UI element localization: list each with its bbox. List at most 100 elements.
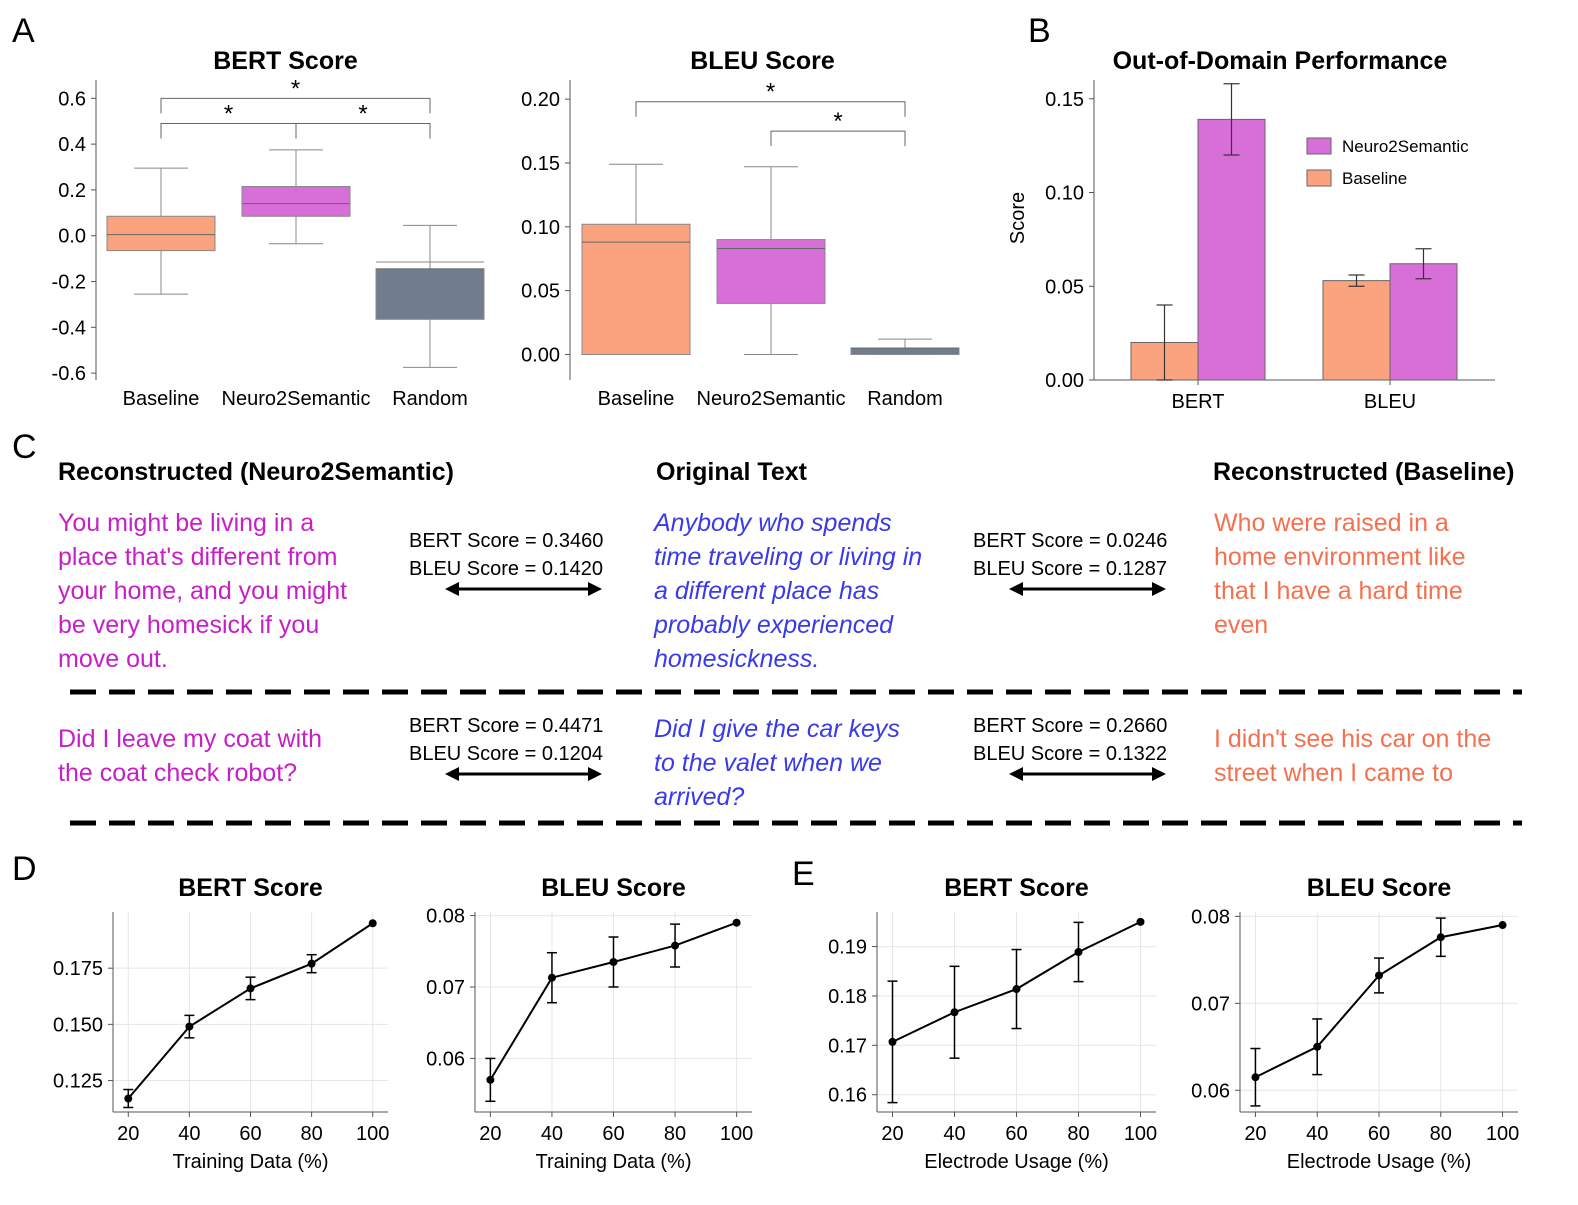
text-line: to the valet when we: [654, 749, 882, 777]
bar: [1389, 263, 1458, 381]
row1-baseline-text: Who were raised in a home environment li…: [1214, 506, 1466, 642]
data-point: [1074, 948, 1083, 956]
x-tick-label: 40: [178, 1123, 200, 1145]
bert-score-value: BERT Score = 0.2660: [973, 715, 1168, 737]
x-tick-label: 100: [1486, 1123, 1519, 1145]
heading-reconstructed-neuro2semantic: Reconstructed (Neuro2Semantic): [58, 458, 454, 486]
row2-neuro-text: Did I leave my coat with the coat check …: [58, 722, 322, 790]
significance-star: *: [766, 79, 775, 106]
x-axis-label: Electrode Usage (%): [924, 1151, 1109, 1173]
chart-title: BLEU Score: [541, 874, 686, 902]
box-iqr: [241, 185, 351, 217]
chart-title: BERT Score: [213, 47, 358, 75]
data-point: [547, 973, 556, 982]
text-line: the coat check robot?: [58, 759, 298, 787]
significance-star: *: [291, 75, 300, 102]
x-tick-label: 80: [1067, 1123, 1089, 1145]
y-tick-label: 0.18: [828, 986, 867, 1008]
data-point: [124, 1094, 133, 1103]
bar: [1197, 118, 1266, 381]
x-category-label: Neuro2Semantic: [222, 388, 371, 410]
panel-letter-e: E: [792, 855, 815, 893]
x-category-label: Random: [867, 388, 943, 410]
legend-label: Neuro2Semantic: [1342, 137, 1469, 156]
text-line: time traveling or living in: [654, 543, 923, 571]
chart-title: BLEU Score: [1307, 874, 1452, 902]
chart-title: Out-of-Domain Performance: [1113, 47, 1448, 75]
data-point: [732, 918, 741, 927]
double-arrow-row1-left: [445, 582, 602, 596]
y-tick-label: 0.07: [1191, 993, 1230, 1015]
y-tick-label: -0.6: [52, 363, 86, 385]
x-tick-label: 20: [1244, 1123, 1266, 1145]
double-arrow-row2-left: [445, 767, 602, 781]
bert-score-value: BERT Score = 0.3460: [409, 530, 604, 552]
text-line: Who were raised in a: [1214, 509, 1449, 537]
text-line: be very homesick if you: [58, 611, 320, 639]
double-arrow-row2-right: [1009, 767, 1166, 781]
y-tick-label: 0.10: [521, 217, 560, 239]
y-tick-label: 0.150: [53, 1014, 103, 1036]
row2-original-text: Did I give the car keys to the valet whe…: [654, 712, 900, 814]
text-line: move out.: [58, 645, 168, 673]
legend-swatch: [1306, 137, 1332, 155]
y-tick-label: 0.15: [521, 153, 560, 175]
x-tick-label: 100: [356, 1123, 389, 1145]
y-tick-label: 0.17: [828, 1035, 867, 1057]
data-point: [1498, 921, 1507, 930]
x-tick-label: 40: [541, 1123, 563, 1145]
row2-left-scores: BERT Score = 0.4471 BLEU Score = 0.1204: [409, 712, 603, 768]
x-category-label: Random: [392, 388, 468, 410]
y-tick-label: 0.07: [426, 977, 465, 999]
row1-left-scores: BERT Score = 0.3460 BLEU Score = 0.1420: [409, 527, 603, 583]
x-category-label: Baseline: [123, 388, 200, 410]
x-tick-label: 60: [239, 1123, 261, 1145]
y-tick-label: 0.125: [53, 1071, 103, 1093]
significance-star: *: [358, 101, 367, 128]
x-category-label: Baseline: [598, 388, 675, 410]
y-tick-label: 0.6: [58, 88, 86, 110]
y-tick-label: 0.16: [828, 1085, 867, 1107]
significance-bracket: [295, 123, 431, 139]
x-axis-label: Electrode Usage (%): [1287, 1151, 1472, 1173]
bert-score-boxplot: BERT Score-0.6-0.4-0.20.00.20.40.6Baseli…: [52, 47, 485, 410]
y-tick-label: 0.08: [426, 906, 465, 928]
chart-title: BERT Score: [944, 874, 1089, 902]
box-iqr: [850, 347, 960, 355]
data-point: [1136, 917, 1145, 926]
bleu-score-value: BLEU Score = 0.1204: [409, 743, 604, 765]
x-tick-label: 80: [300, 1123, 322, 1145]
significance-bracket: [635, 101, 906, 117]
data-point: [1436, 933, 1445, 942]
bert-score-value: BERT Score = 0.0246: [973, 530, 1168, 552]
y-tick-label: 0.08: [1191, 906, 1230, 928]
data-point: [1251, 1073, 1260, 1082]
data-point: [1012, 985, 1021, 994]
x-tick-label: 40: [943, 1123, 965, 1145]
y-tick-label: 0.00: [1045, 370, 1084, 392]
significance-bracket: [160, 97, 431, 114]
chart-title: BLEU Score: [690, 47, 835, 75]
y-tick-label: 0.05: [1045, 276, 1084, 298]
bleu-score-value: BLEU Score = 0.1322: [973, 743, 1168, 765]
out-of-domain-bar-chart: Out-of-Domain Performance0.000.050.100.1…: [1007, 47, 1495, 413]
x-tick-label: 100: [720, 1123, 753, 1145]
x-tick-label: 20: [117, 1123, 139, 1145]
y-tick-label: 0.06: [1191, 1080, 1230, 1102]
y-tick-label: 0.175: [53, 958, 103, 980]
x-tick-label: 80: [1430, 1123, 1452, 1145]
text-line: Did I leave my coat with: [58, 725, 322, 753]
data-point: [950, 1008, 959, 1017]
data-point: [609, 958, 618, 966]
text-line: homesickness.: [654, 645, 820, 673]
bleu-score-value: BLEU Score = 0.1287: [973, 558, 1168, 580]
row1-neuro-text: You might be living in a place that's di…: [58, 506, 347, 676]
y-axis-label: Score: [1007, 192, 1029, 244]
significance-star: *: [224, 101, 233, 128]
data-point: [185, 1022, 194, 1031]
